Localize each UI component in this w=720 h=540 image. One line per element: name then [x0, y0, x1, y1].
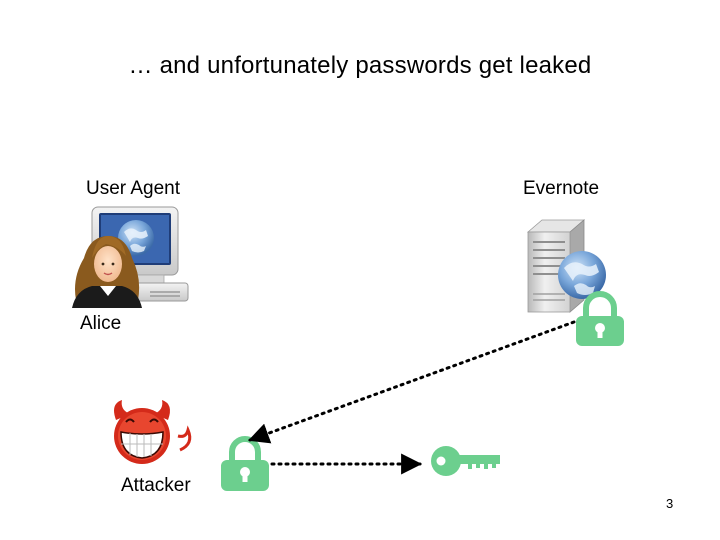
alice-avatar-icon	[72, 236, 142, 308]
evernote-label: Evernote	[523, 178, 600, 199]
alice-label: Alice	[80, 313, 122, 334]
padlock-icon	[576, 291, 624, 346]
key-icon	[431, 446, 500, 476]
user-agent-label: User Agent	[86, 178, 180, 199]
devil-icon	[114, 400, 192, 464]
leak-arrow	[248, 320, 576, 444]
padlock-icon	[221, 436, 269, 491]
page-number: 3	[666, 496, 674, 511]
slide-title: … and unfortunately passwords get leaked	[128, 52, 592, 79]
attacker-label: Attacker	[121, 475, 191, 496]
server-icon	[526, 219, 606, 313]
